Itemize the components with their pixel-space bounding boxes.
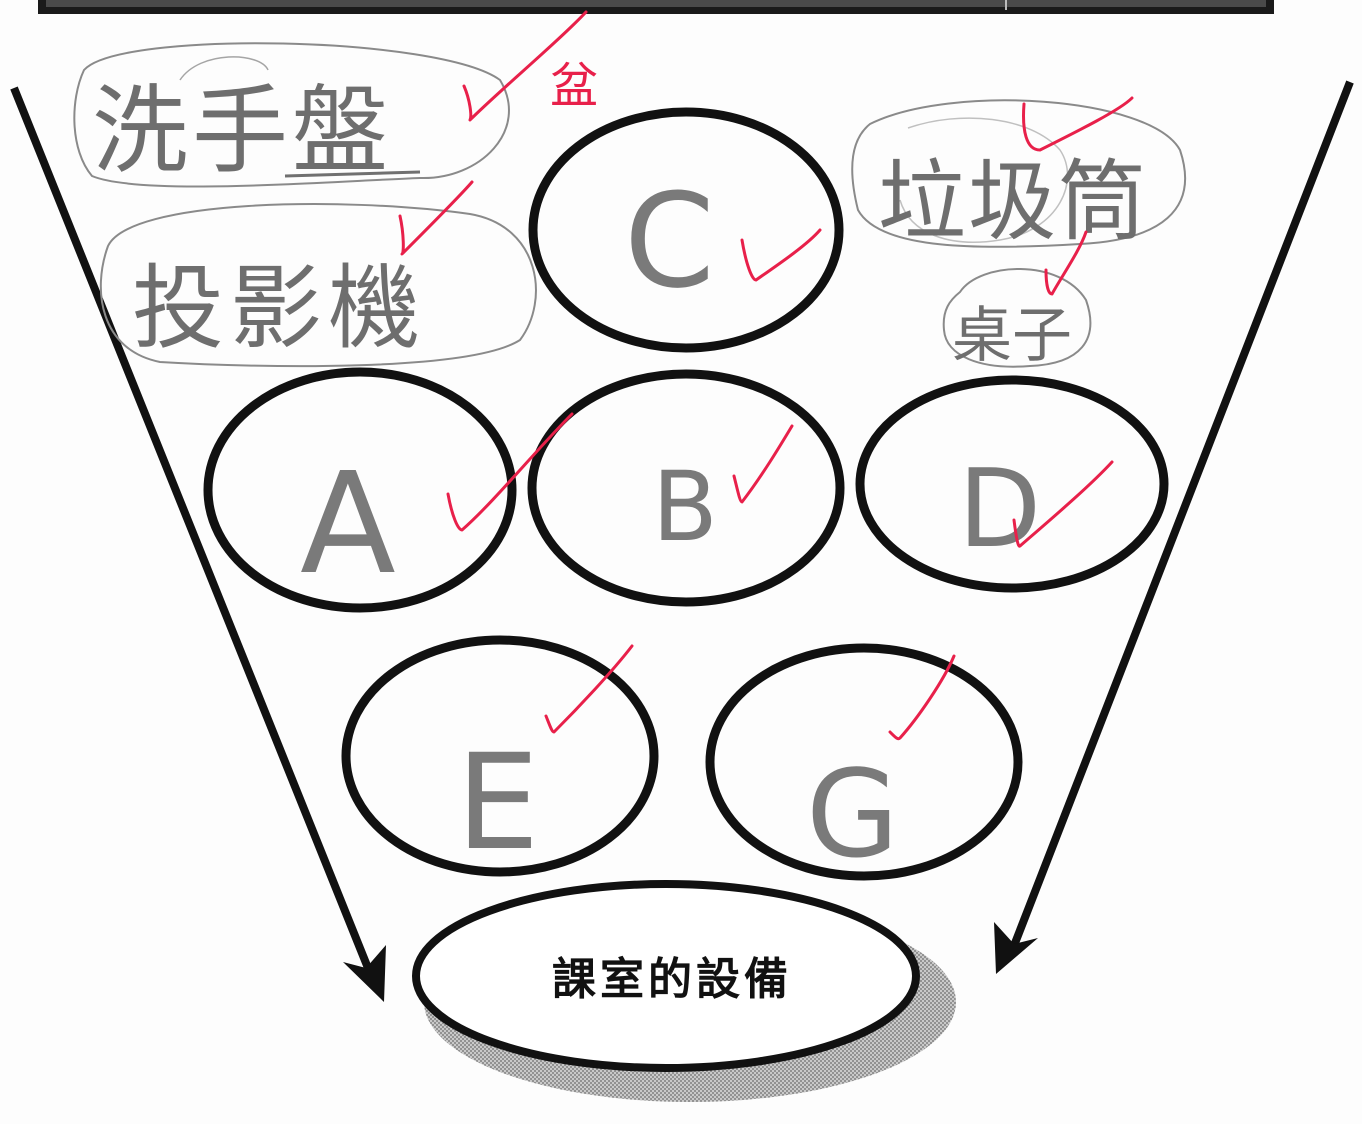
right-funnel-arrow [994, 80, 1354, 974]
projector-bubble: 投影機 [99, 203, 537, 368]
table-bubble: 桌子 [942, 268, 1092, 371]
projector-label: 投影機 [132, 255, 426, 362]
circle-g: G [705, 643, 1023, 885]
sink-bubble: 洗手盤 [73, 42, 510, 188]
circle-b-label: B [652, 451, 718, 563]
circle-g-label: G [806, 746, 899, 885]
circle-a: A [203, 367, 517, 613]
sink-label: 洗手盤 [92, 75, 392, 187]
base-label: 課室的設備 [552, 954, 792, 1005]
check-trash [1022, 96, 1134, 152]
circle-a-label: A [300, 443, 396, 606]
circle-c: C [528, 107, 844, 353]
check-b [732, 424, 794, 504]
check-sink [462, 10, 588, 122]
check-a [446, 412, 574, 532]
trash-label: 垃圾筒 [878, 150, 1148, 253]
sink-underline [284, 170, 421, 178]
table-label: 桌子 [952, 301, 1072, 371]
red-checkmarks [398, 10, 1134, 741]
check-e [544, 644, 634, 734]
circle-d-label: D [958, 447, 1041, 572]
trash-bubble: 垃圾筒 [851, 99, 1186, 253]
base-node: 課室的設備 [412, 880, 956, 1102]
circle-d: D [855, 375, 1169, 593]
base-ellipse [412, 880, 920, 1072]
circle-e-label: E [456, 726, 539, 880]
check-table [1044, 230, 1088, 296]
check-g [888, 654, 956, 741]
left-funnel-arrow [10, 86, 386, 1002]
circle-c-label: C [624, 165, 715, 317]
circle-e: E [341, 635, 659, 880]
correction-note: 盆 [550, 58, 598, 114]
circle-b: B [527, 369, 845, 607]
check-c [740, 228, 822, 282]
check-d [1012, 460, 1114, 548]
top-bar [38, 0, 1274, 14]
check-projector [398, 180, 474, 256]
